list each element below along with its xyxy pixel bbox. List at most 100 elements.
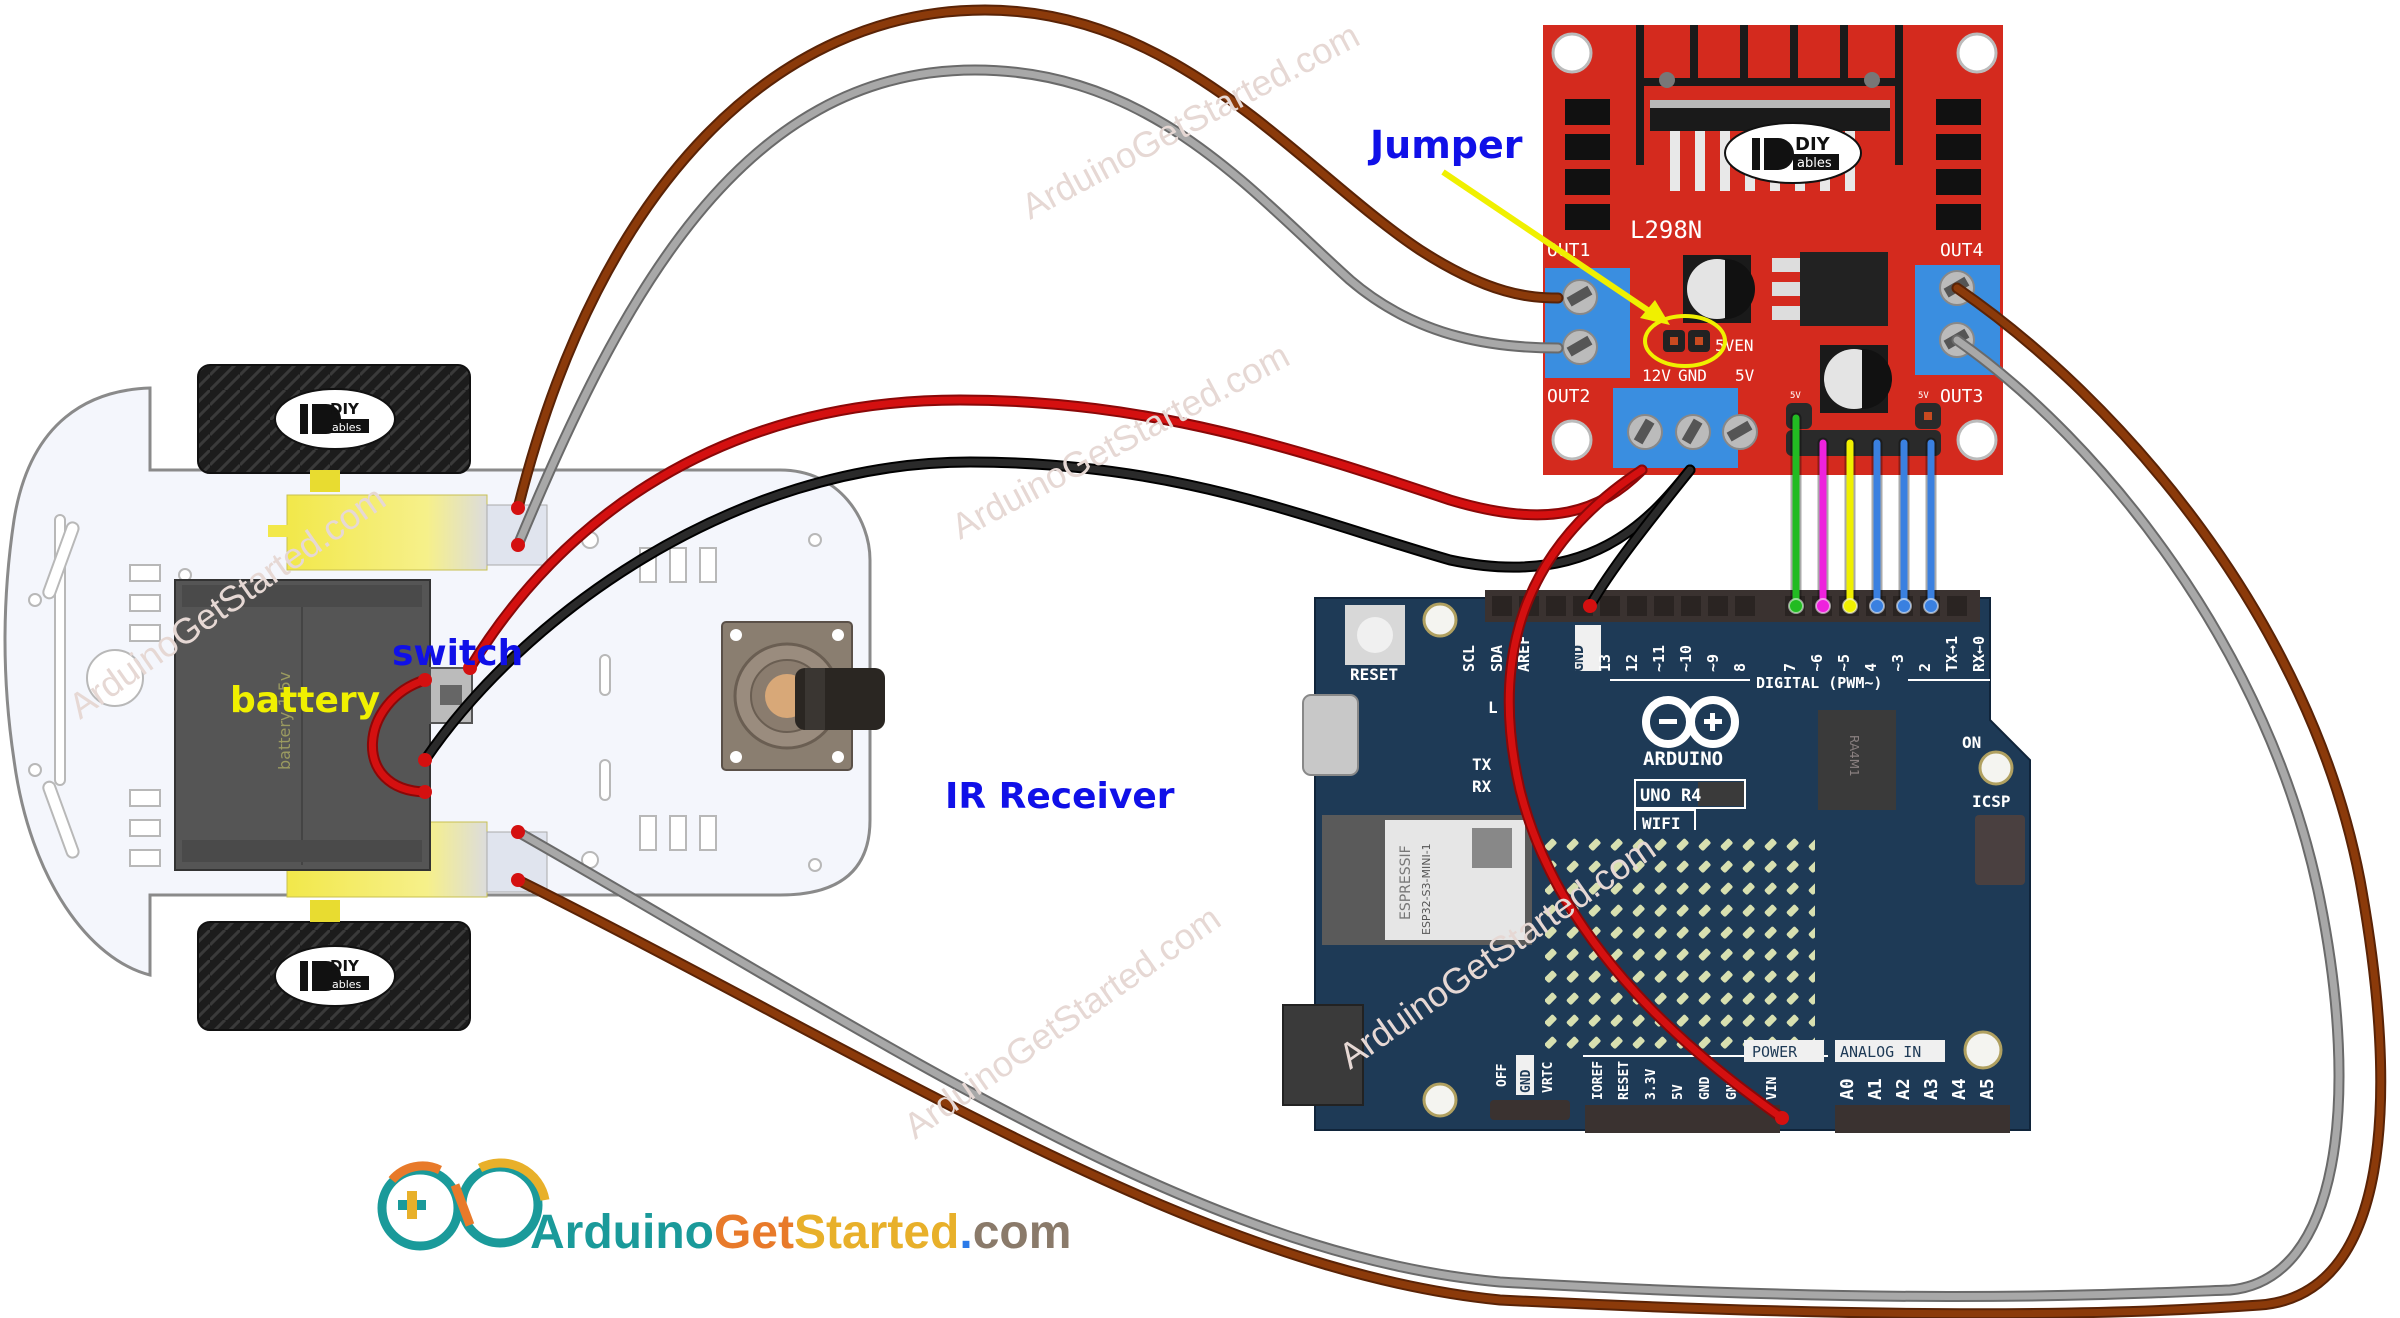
model-badge: UNO R4 WIFI [1634,779,1746,835]
voltage-regulator [1772,252,1888,326]
chassis-holes [28,514,822,872]
digital-pin-label: ~9 [1704,654,1722,672]
wire-endpoints [418,501,1789,1125]
signal-wires [1788,412,1939,614]
reset-button[interactable] [1345,605,1405,665]
pwr-gnd-label: GND [1678,366,1707,385]
wheel-brand-top: DIY [330,400,360,418]
axle-top [310,470,340,492]
axle-bottom [310,900,340,922]
led-on-label: ON [1962,733,1981,752]
digital-pin-label: 13 [1596,654,1614,672]
variant-label: WIFI [1642,814,1681,833]
battery-label: battery [230,680,380,721]
power-header [1585,1105,1780,1133]
ir-receiver-label: IR Receiver [945,776,1175,817]
wheel-top: DIY ables [197,364,471,474]
l298n-chip-label: L298N [1630,216,1702,244]
wire-endpoint [1788,598,1804,614]
wheel-brand-bottom: ables [332,421,362,434]
l298n-brand-top: DIY [1795,134,1831,155]
watermark: ArduinoGetStarted.com [896,897,1228,1146]
digital-pin-label: SDA [1488,645,1506,672]
l298n-board: DIY ables L298N [1543,25,2003,475]
brand-logo: ArduinoGetStarted.com [377,1158,1071,1259]
digital-pin-label: 2 [1916,663,1934,672]
wire-motor-left-top-brown [512,4,1564,514]
analog-header-label: ANALOG IN [1840,1043,1921,1061]
digital-header-label: DIGITAL (PWM~) [1756,674,1882,692]
led-rx-label: RX [1472,777,1492,796]
led-matrix [1545,830,1815,1050]
esp32-module: ESPRESSIF ESP32-S3-MINI-1 [1322,815,1532,945]
out4-label: OUT4 [1940,240,1983,261]
l298n-brand-bottom: ables [1797,156,1832,171]
jumper-callout-label: Jumper [1367,123,1523,167]
logo-text-com: com [973,1206,1072,1259]
svg-text:ArduinoGetStarted.com: ArduinoGetStarted.com [530,1206,1071,1259]
power-pin-label: 3.3V [1644,1069,1659,1100]
battery-marking: battery 1.5v [275,672,294,770]
watermark: ArduinoGetStarted.com [1015,14,1366,227]
power-header-label: POWER [1752,1043,1798,1061]
capacitor-1 [1683,255,1755,323]
capacitor-2 [1820,345,1892,413]
power-pin-label: VIN [1765,1076,1780,1100]
power-pin-label: RESET [1617,1061,1632,1100]
digital-pin-label: ~11 [1650,645,1668,672]
caster-wheel [721,621,885,771]
side-pin-off-label: OFF [1495,1063,1510,1087]
wheel-brand-bottom: ables [332,978,362,991]
logo-text-get: Get [714,1206,794,1259]
pwr-12v-label: 12V [1642,366,1671,385]
led-tx-label: TX [1472,755,1492,774]
analog-pin-label: A3 [1921,1078,1942,1100]
wires [367,4,2387,1318]
icsp-label: ICSP [1972,792,2011,811]
analog-pin-label: A0 [1837,1078,1858,1100]
logo-text-arduino: Arduino [530,1206,714,1259]
arduino-logo: ARDUINO [1642,696,1739,770]
l298n-brand-badge: DIY ables [1724,122,1862,184]
reset-label: RESET [1350,665,1398,684]
analog-header [1835,1105,2010,1133]
wire-endpoint [1815,598,1831,614]
power-pin-label: IOREF [1591,1061,1606,1100]
esp-module-label: ESP32-S3-MINI-1 [1420,843,1433,935]
terminal-power [1613,388,1758,468]
car-chassis: DIY ables DIY ables [3,364,885,1031]
digital-pin-label: 12 [1623,654,1641,672]
analog-pin-label: A2 [1893,1078,1914,1100]
heatsink [1636,25,1903,165]
diodes [1565,99,1981,230]
esp-brand-label: ESPRESSIF [1398,845,1414,920]
out3-label: OUT3 [1940,386,1983,407]
side-pin-gnd-label: GND [1519,1069,1534,1093]
wire-endpoint [1923,598,1939,614]
wire-endpoint [1896,598,1912,614]
digital-pin-label: RX←0 [1970,636,1988,672]
dc-jack[interactable] [1282,1004,1364,1106]
led-l-label: L [1488,698,1498,717]
wheel-brand-top: DIY [330,957,360,975]
analog-pin-label: A1 [1865,1078,1886,1100]
mcu-label: RA4M1 [1847,735,1861,777]
digital-pin-label: TX→1 [1943,636,1961,672]
pwr-5v-label: 5V [1735,366,1755,385]
mcu-chip: RA4M1 [1818,710,1896,810]
digital-pin-label: SCL [1460,645,1478,672]
analog-pin-label: A5 [1977,1078,1998,1100]
out2-label: OUT2 [1547,386,1590,407]
digital-pin-label: 4 [1862,663,1880,672]
digital-pin-label: ~5 [1835,654,1853,672]
out1-label: OUT1 [1547,240,1590,261]
jumper-arrow [1441,169,1670,325]
wire-endpoint [1842,598,1858,614]
logo-text-started: Started [794,1206,959,1259]
power-pin-label: GND [1698,1076,1713,1100]
usb-c-port[interactable] [1302,694,1359,776]
